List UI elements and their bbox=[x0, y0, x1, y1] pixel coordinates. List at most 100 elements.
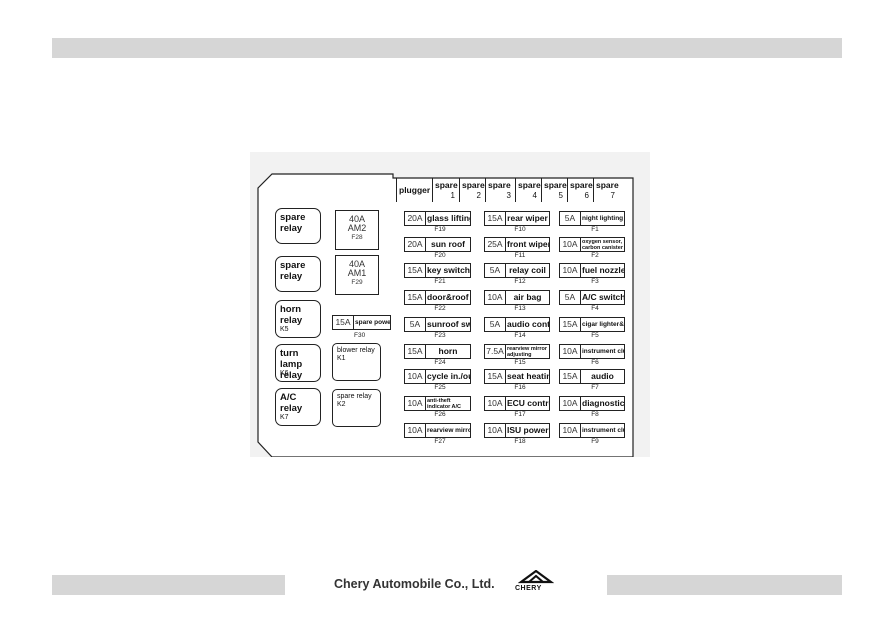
fuse-am2-amp: 40A bbox=[348, 214, 365, 224]
fuse-name: rearview mirror heating bbox=[427, 427, 470, 434]
turn-lamp-relay-label: turn lamp relay bbox=[280, 348, 303, 381]
fuse-code: F11 bbox=[514, 252, 526, 259]
fuse-code: F5 bbox=[591, 332, 599, 339]
spare-slot-number: 4 bbox=[532, 191, 537, 200]
fuse-amp: 10A bbox=[560, 264, 581, 277]
fuse-name: ECU control bbox=[507, 398, 549, 408]
spare-relay-1-label: spare relay bbox=[280, 212, 306, 234]
fuse-name: cigar lighter&ISU bbox=[582, 321, 624, 328]
fuse-code: F6 bbox=[591, 359, 599, 366]
fuse-amp: 5A bbox=[485, 264, 506, 277]
fuse-name: oxygen sensor, carbon canister valve and… bbox=[582, 239, 623, 251]
fuse-f30-code: F30 bbox=[354, 332, 366, 339]
fuse-am1-code: F29 bbox=[351, 279, 363, 286]
fuse-amp: 10A bbox=[405, 397, 426, 410]
fuse-amp: 15A bbox=[485, 212, 506, 225]
fuse-name: rear wiper bbox=[507, 213, 548, 223]
spare-slot-label: spare bbox=[488, 180, 511, 190]
fuse-name: instrument cluster bbox=[582, 348, 624, 355]
spare-slot-number: 1 bbox=[450, 191, 455, 200]
fuse-name: audio control bbox=[507, 319, 549, 329]
fuse-amp: 5A bbox=[560, 212, 581, 225]
fuse-amp: 15A bbox=[560, 318, 581, 331]
spare-relay-k2-label: spare relay bbox=[337, 393, 372, 400]
fuse-amp: 5A bbox=[485, 318, 506, 331]
fuse-amp: 10A bbox=[405, 424, 426, 437]
fuse-amp: 5A bbox=[405, 318, 426, 331]
spare-slot-label: spare bbox=[435, 180, 458, 190]
spare-relay-2-label: spare relay bbox=[280, 260, 306, 282]
fuse-code: F9 bbox=[591, 438, 599, 445]
fuse-amp: 15A bbox=[485, 370, 506, 383]
fuse-name: ISU power bbox=[507, 425, 549, 435]
fuse-code: F21 bbox=[434, 278, 446, 285]
spare-relay-1: spare relay bbox=[275, 208, 321, 244]
fuse-code: F18 bbox=[514, 438, 526, 445]
spare-slot-number: 3 bbox=[506, 191, 511, 200]
fuse-code: F12 bbox=[514, 278, 526, 285]
fuse-code: F2 bbox=[591, 252, 599, 259]
fuse-name: diagnostic bbox=[582, 398, 624, 408]
fuse-amp: 10A bbox=[560, 345, 581, 358]
turn-lamp-relay-code: K6 bbox=[280, 370, 289, 377]
fuse-amp: 20A bbox=[405, 212, 426, 225]
fuse-am1-amp: 40A bbox=[348, 259, 365, 269]
chery-logo: CHERY bbox=[512, 570, 560, 594]
spare-slot-label: spare bbox=[462, 180, 485, 190]
spare-relay-2: spare relay bbox=[275, 256, 321, 292]
fuse-name: anti-theft indicator A/C relay bbox=[427, 398, 462, 410]
plugger-cell: plugger bbox=[396, 178, 432, 202]
fuse-name: cycle in./out bbox=[427, 371, 470, 381]
fuse-code: F13 bbox=[514, 305, 526, 312]
horn-relay: horn relay K5 bbox=[275, 300, 321, 338]
horn-relay-label: horn relay bbox=[280, 304, 303, 326]
fuse-code: F16 bbox=[514, 384, 526, 391]
fuse-code: F1 bbox=[591, 226, 599, 233]
fuse-code: F19 bbox=[434, 226, 446, 233]
plugger-label: plugger bbox=[399, 185, 431, 195]
blower-relay: blower relay K1 bbox=[332, 343, 381, 381]
footer-bar-left bbox=[52, 575, 285, 595]
fuse-name: fuel nozzle bbox=[582, 265, 624, 275]
fuse-code: F25 bbox=[434, 384, 446, 391]
fuse-name: sunroof switch bbox=[427, 319, 470, 329]
fuse-amp: 7.5A bbox=[485, 345, 506, 358]
fuse-amp: 10A bbox=[405, 370, 426, 383]
fuse-amp: 20A bbox=[405, 238, 426, 251]
fuse-name: front wiper bbox=[507, 239, 549, 249]
fuse-code: F7 bbox=[591, 384, 599, 391]
fuse-code: F27 bbox=[434, 438, 446, 445]
spare-slot-label: spare bbox=[518, 180, 541, 190]
fuse-code: F20 bbox=[434, 252, 446, 259]
spare-slot-label: spare bbox=[596, 180, 619, 190]
fuse-code: F4 bbox=[591, 305, 599, 312]
fuse-amp: 25A bbox=[485, 238, 506, 251]
spare-slot-number: 5 bbox=[558, 191, 563, 200]
turn-lamp-relay: turn lamp relay K6 bbox=[275, 344, 321, 382]
